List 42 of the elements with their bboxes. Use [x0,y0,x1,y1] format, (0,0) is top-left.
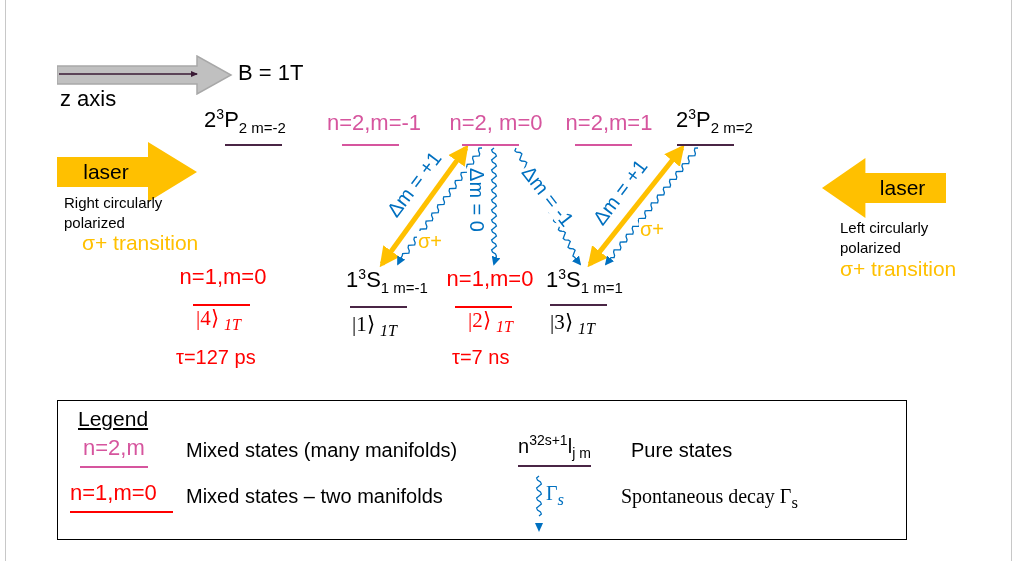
state-ket: |4⟩ $_{1T}$ [196,306,241,335]
state-label: 2$^{3}$P$_{2 m=2}$ [676,106,753,136]
state-label: 2$^{3}$P$_{2 m=-2}$ [204,106,286,136]
legend-box [57,400,907,540]
legend-text: Mixed states – two manifolds [186,485,443,508]
laser-label: laser [878,176,927,200]
decay-symbol: Γ$_{s}$ [546,482,565,510]
lifetime-label: τ=127 ps [176,346,256,369]
state-label: n=2, m=0 [449,110,543,136]
field-label: B = 1T [238,60,304,86]
state-label: n=2,m=-1 [326,110,422,136]
laser-label: laser [82,160,130,184]
state-label: 1$^{3}$S$_{1 m=1}$ [546,266,623,296]
legend-text: Mixed states (many manifolds) [186,439,458,462]
axis-label: z axis [60,86,117,112]
state-ket: |3⟩ $_{1T}$ [550,310,595,339]
transition-label: σ+ transition [82,231,199,255]
legend-sample: n=1,m=0 [70,480,173,513]
decay-arrow [490,147,501,266]
polarization-note: Right circularly polarized [64,193,164,233]
edge-label: σ+ [417,231,443,251]
legend-text: Spontaneous decay Γ$_{s}$ [621,485,798,513]
lifetime-label: τ=7 ns [452,346,510,369]
edge-label: Δm = 0 [467,167,487,233]
state-ket: |1⟩ $_{1T}$ [352,312,397,341]
decay-arrow [397,147,483,266]
state-ket: |2⟩ $_{1T}$ [468,308,513,337]
state-label: 1$^{3}$S$_{1 m=-1}$ [346,266,428,296]
legend-sample: n=2,m [80,435,148,468]
state-label: n=1,m=0 [179,264,267,290]
legend-title: Legend [78,407,149,431]
legend-text: Pure states [631,439,733,462]
laser-arrow [822,158,946,218]
decay-arrow [604,147,699,266]
polarization-note: Left circularly polarized [840,218,930,258]
state-label: n=2,m=1 [565,110,653,136]
edge-label: σ+ [639,219,665,239]
excitation-arrow [587,144,685,268]
excitation-arrow [379,144,469,268]
transition-label: σ+ transition [840,257,957,281]
state-label: n=1,m=0 [446,266,534,292]
legend-sample: n$^{32s+1}$l$_{j m}$ [518,432,591,467]
